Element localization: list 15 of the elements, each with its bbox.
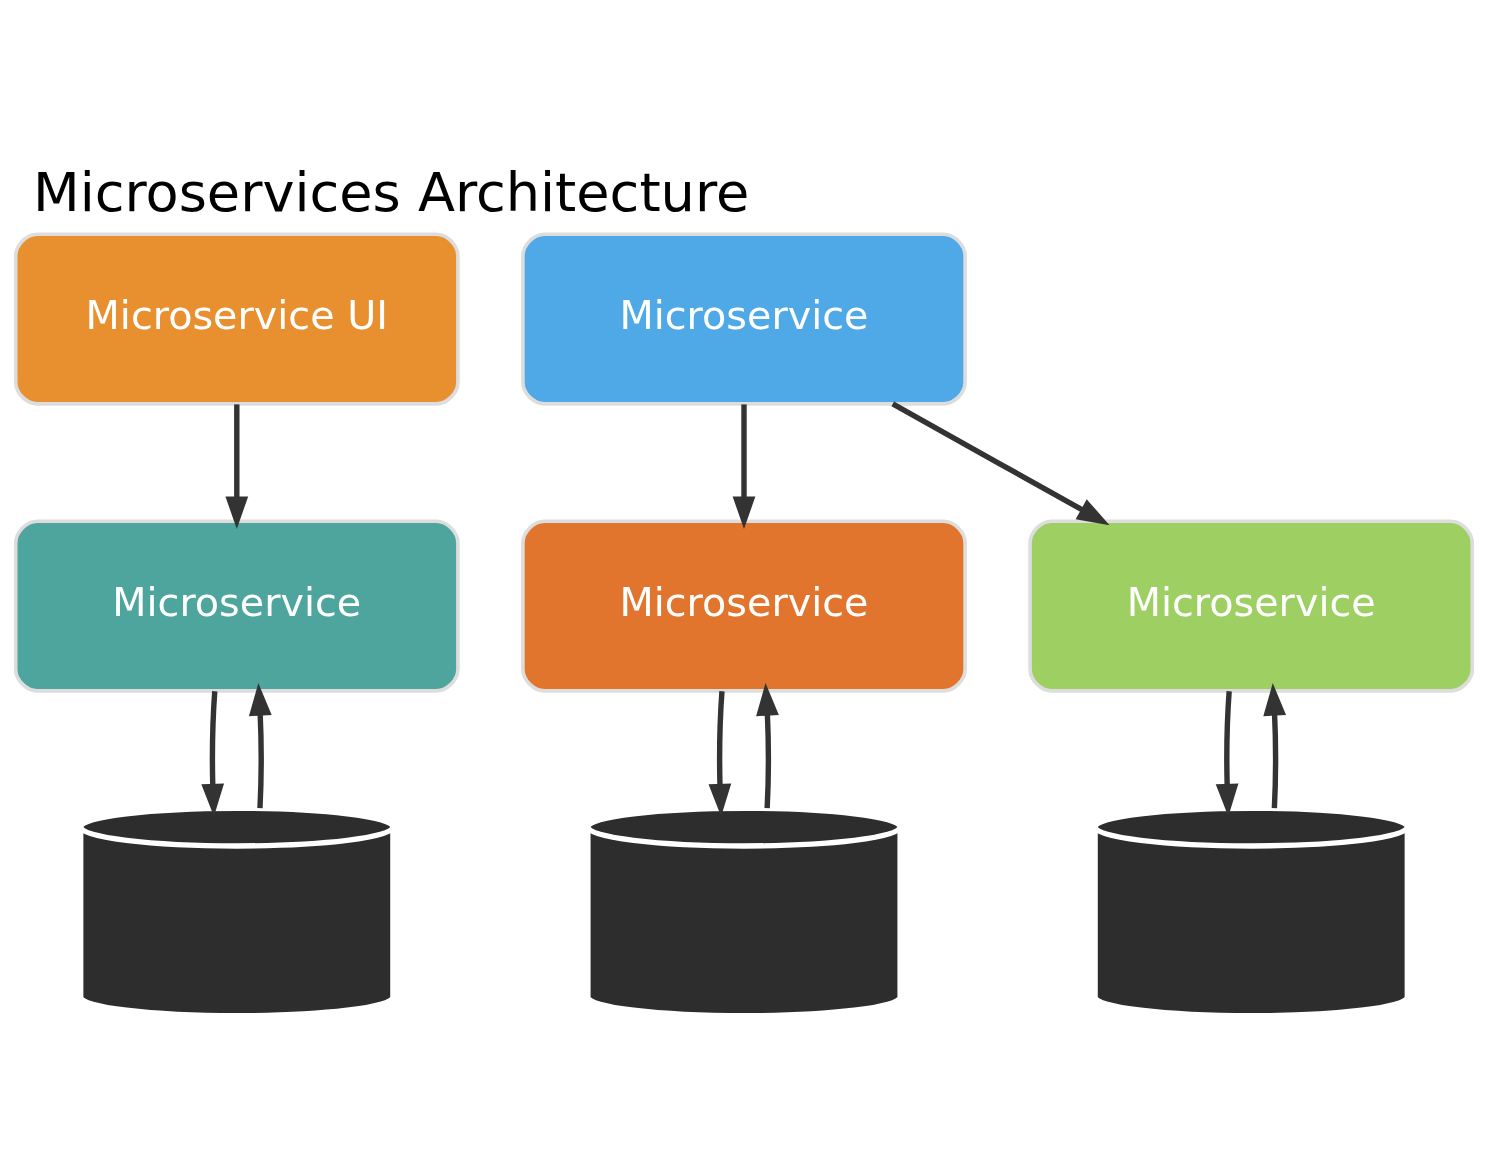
arrow [732, 404, 756, 530]
node-box: Microservice UI [13, 232, 460, 406]
arrow [1215, 691, 1239, 817]
diagram-title: Microservices Architecture [32, 160, 750, 224]
node-box: Microservice [1028, 519, 1475, 693]
arrow [248, 683, 272, 809]
node-box: Microservice [13, 519, 460, 693]
node-box: Microservice [521, 232, 967, 406]
arrow [1263, 683, 1287, 809]
arrow [201, 691, 225, 817]
arrow [891, 401, 1110, 526]
arrow [708, 691, 732, 817]
arrow [756, 683, 779, 809]
arrow [225, 404, 249, 530]
node-box: Microservice [521, 519, 967, 693]
